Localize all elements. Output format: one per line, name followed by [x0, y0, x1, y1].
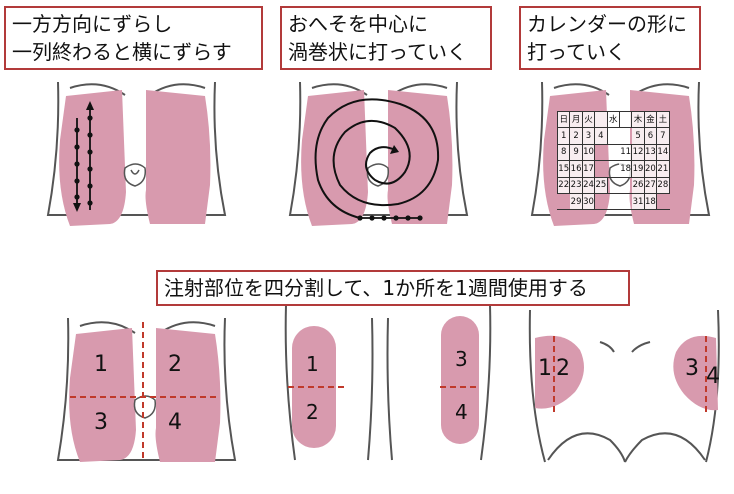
navel — [366, 163, 390, 187]
calendar-cell — [656, 192, 670, 211]
calendar-cell: 20 — [643, 160, 658, 178]
caption-line: 一列終わると横にずらす — [12, 40, 232, 64]
calendar-header: 金 — [643, 110, 658, 129]
calendar-cell: 21 — [656, 160, 670, 178]
calendar-cell — [594, 143, 608, 162]
calendar-cell: 22 — [556, 176, 571, 194]
caption-line: 打っていく — [527, 40, 626, 64]
thighs — [284, 304, 492, 461]
buttock-label-2: 2 — [556, 356, 570, 381]
calendar-cell: 8 — [556, 143, 571, 162]
calendar-cell: 23 — [569, 176, 583, 194]
calendar-header: 木 — [631, 110, 645, 129]
calendar-cell: 28 — [656, 176, 670, 194]
thigh-label-4: 4 — [455, 400, 468, 424]
injection-area-right — [387, 90, 453, 224]
calendar-header: 火 — [581, 110, 596, 129]
spiral-path — [314, 98, 440, 219]
caption-line: カレンダーの形に — [527, 12, 687, 36]
abdomen-label-2: 2 — [168, 352, 182, 377]
abdomen-label-4: 4 — [168, 410, 182, 435]
caption-line: 注射部位を四分割して、1か所を1週間使用する — [164, 276, 588, 300]
calendar-cell: 12 — [631, 143, 645, 162]
calendar-cell: 2 — [569, 127, 583, 145]
calendar-row: 29 30 31 18 — [557, 192, 670, 211]
calendar-cell: 25 — [594, 176, 608, 194]
injection-area-right — [145, 90, 211, 224]
calendar-cell — [619, 176, 632, 194]
caption-line: おへそを中心に — [288, 12, 428, 36]
calendar-cell — [607, 192, 620, 211]
calendar-cell: 3 — [581, 127, 596, 145]
abdomen-quadrants — [56, 317, 237, 462]
calendar-cell: 15 — [556, 160, 571, 178]
caption-spiral: おへそを中心に 渦巻状に打っていく — [280, 6, 492, 70]
calendar-header — [594, 110, 608, 129]
calendar-cell: 9 — [569, 143, 583, 162]
calendar-cell: 24 — [581, 176, 596, 194]
calendar-header — [618, 110, 633, 129]
calendar-cell: 18 — [643, 192, 658, 211]
calendar-cell — [619, 127, 632, 145]
calendar-cell: 16 — [569, 160, 583, 178]
calendar-header-row: 日 月 火 水 木 金 土 — [556, 110, 670, 129]
caption-quadrant: 注射部位を四分割して、1か所を1週間使用する — [156, 270, 630, 306]
buttock-label-4: 4 — [706, 364, 720, 389]
calendar-cell — [557, 192, 570, 211]
calendar-row: 8 9 10 11 12 13 14 — [556, 143, 670, 162]
calendar-cell: 17 — [581, 160, 596, 178]
calendar-cell: 11 — [618, 143, 633, 162]
thigh-label-3: 3 — [455, 347, 468, 371]
calendar-row: 22 23 24 25 26 27 28 — [556, 176, 670, 194]
calendar-cell: 27 — [643, 176, 658, 194]
calendar-cell: 26 — [631, 176, 645, 194]
abdomen-one-direction — [46, 81, 227, 226]
calendar-cell: 18 — [618, 160, 633, 178]
calendar-header: 土 — [656, 110, 670, 129]
calendar-cell: 31 — [631, 192, 645, 211]
caption-calendar: カレンダーの形に 打っていく — [519, 6, 701, 70]
calendar-cell: 13 — [643, 143, 658, 162]
thigh-label-2: 2 — [306, 400, 319, 424]
calendar-row: 1 2 3 4 5 6 7 — [556, 127, 670, 145]
abdomen-label-1: 1 — [94, 352, 108, 377]
calendar-cell — [594, 160, 608, 178]
calendar-cell — [594, 192, 608, 211]
calendar-cell — [607, 143, 620, 162]
calendar-cell: 30 — [581, 192, 596, 211]
calendar-cell: 4 — [594, 127, 608, 145]
calendar-row: 15 16 17 18 19 20 21 — [556, 160, 670, 178]
calendar-cell: 5 — [631, 127, 645, 145]
calendar-cell: 1 — [556, 127, 571, 145]
calendar-cell — [607, 176, 620, 194]
buttocks — [528, 309, 720, 463]
calendar-cell: 19 — [631, 160, 645, 178]
thigh-label-1: 1 — [306, 352, 319, 376]
calendar-cell — [607, 160, 620, 178]
abdomen-label-3: 3 — [94, 410, 108, 435]
calendar-grid: 日 月 火 水 木 金 土 1 2 3 4 5 6 7 8 9 10 11 12… — [556, 110, 670, 211]
calendar-header: 水 — [606, 110, 620, 129]
buttock-label-3: 3 — [685, 356, 699, 381]
abdomen-spiral — [288, 81, 469, 226]
injection-area-left — [59, 90, 126, 226]
calendar-cell: 14 — [656, 143, 670, 162]
navel — [123, 163, 147, 187]
buttock-label-1: 1 — [538, 356, 552, 381]
caption-line: 一方方向にずらし — [12, 12, 173, 36]
calendar-cell — [619, 192, 632, 211]
calendar-header: 日 — [556, 110, 571, 129]
calendar-cell — [607, 127, 620, 145]
calendar-cell: 10 — [581, 143, 596, 162]
calendar-cell: 6 — [643, 127, 658, 145]
calendar-cell: 29 — [569, 192, 583, 211]
caption-line: 渦巻状に打っていく — [288, 40, 467, 64]
calendar-header: 月 — [569, 110, 583, 129]
calendar-cell: 7 — [656, 127, 670, 145]
caption-one-direction: 一方方向にずらし 一列終わると横にずらす — [4, 6, 263, 70]
navel — [133, 395, 157, 419]
